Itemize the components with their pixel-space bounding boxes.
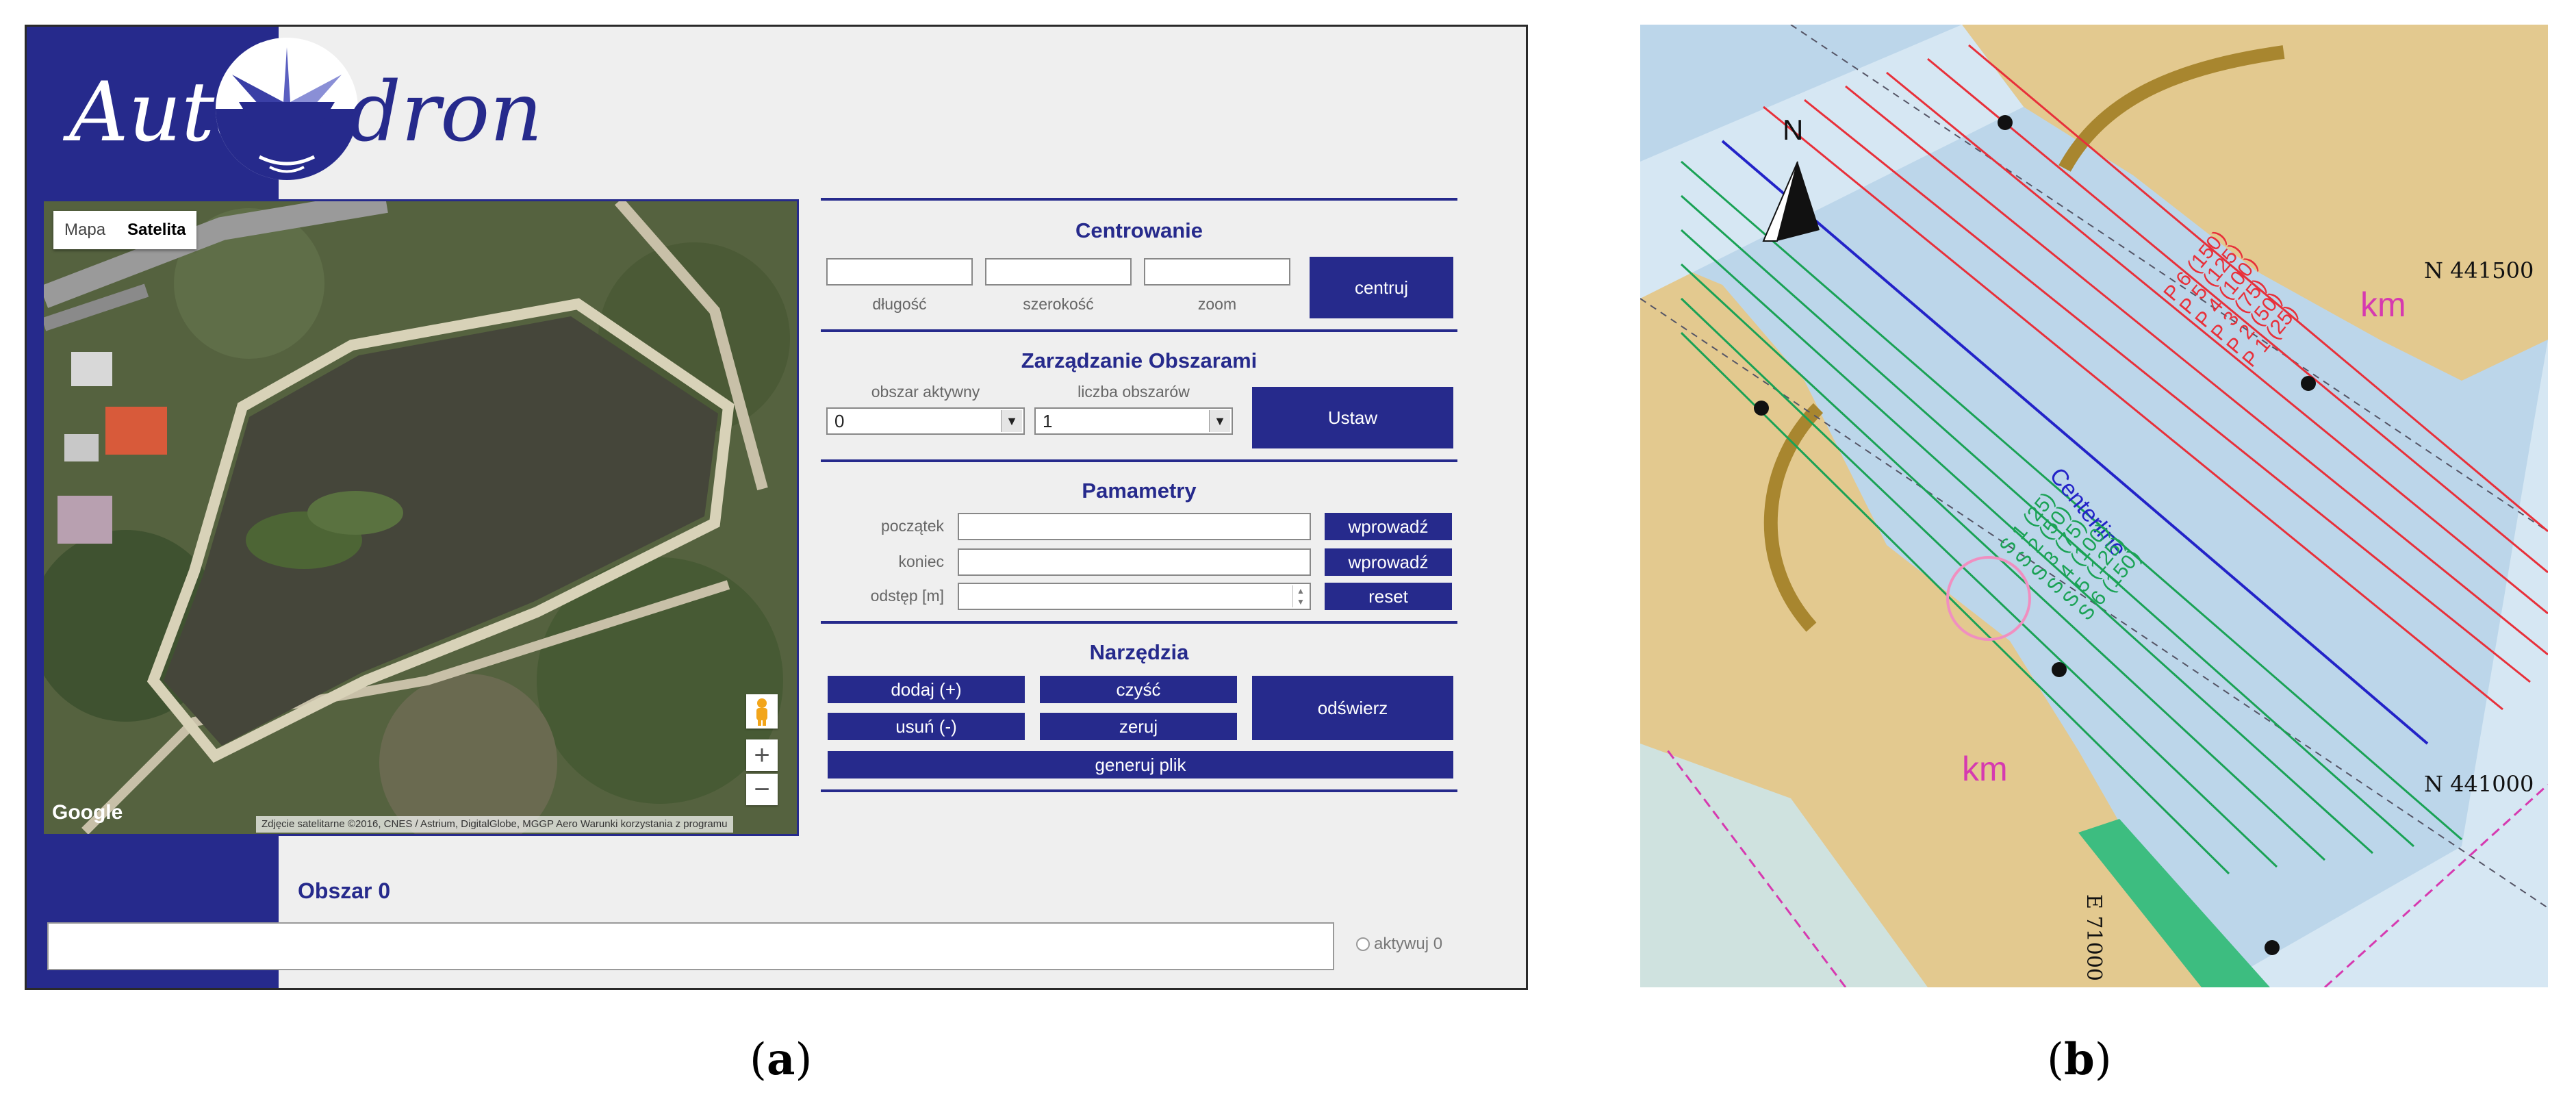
section-title-parametry: Pamametry: [1082, 479, 1197, 503]
clear-button[interactable]: czyść: [1040, 676, 1237, 703]
street-view-pegman-icon[interactable]: [746, 694, 778, 729]
port-survey-lines: [1763, 44, 2548, 711]
google-logo: Google: [52, 801, 123, 824]
area-count-label: liczba obszarów: [1077, 383, 1190, 401]
section-divider: [821, 329, 1457, 332]
remove-button[interactable]: usuń (-): [828, 713, 1025, 740]
start-point-label: początek: [880, 517, 944, 535]
map-attribution[interactable]: Zdjęcie satelitarne ©2016, CNES / Astriu…: [256, 816, 733, 833]
logo-text-dron: dron: [348, 65, 543, 160]
map-type-button-map[interactable]: Mapa: [64, 220, 106, 239]
active-area-value: 0: [834, 411, 845, 431]
zoom-in-button[interactable]: +: [746, 739, 778, 771]
end-point-input[interactable]: [958, 548, 1311, 576]
section-title-narzedzia: Narzędzia: [1089, 640, 1189, 664]
generate-file-button[interactable]: generuj plik: [828, 751, 1453, 778]
spacing-label: odstęp [m]: [870, 587, 944, 605]
km-marker-label: km: [2360, 286, 2406, 324]
map-type-toggle: Mapa Satelita: [53, 211, 197, 249]
activate-area-radio[interactable]: aktywuj 0: [1356, 935, 1442, 954]
area-count-value: 1: [1043, 411, 1053, 431]
add-button[interactable]: dodaj (+): [828, 676, 1025, 703]
km-marker-label: km: [1962, 750, 2008, 788]
section-divider: [821, 789, 1457, 792]
coordinate-label-top: N 441500: [2424, 257, 2534, 283]
coordinate-label-vertical: E 71000: [2082, 894, 2106, 981]
spacing-input[interactable]: ▲▼: [958, 583, 1311, 610]
dropdown-arrow-icon: ▼: [1209, 410, 1230, 432]
radio-icon[interactable]: [1356, 937, 1370, 951]
active-area-label: obszar aktywny: [871, 383, 980, 401]
satellite-imagery: [44, 201, 797, 834]
latitude-label: szerokość: [1023, 295, 1094, 313]
caption-b: (b): [2047, 1034, 2112, 1085]
spinner-arrows-icon[interactable]: ▲▼: [1292, 585, 1308, 607]
longitude-input[interactable]: [826, 258, 973, 286]
satellite-map[interactable]: Mapa Satelita + − Google Zdjęcie satelit…: [42, 199, 799, 836]
section-divider: [821, 198, 1457, 201]
autodron-logo: Auto dron: [27, 27, 543, 191]
center-button[interactable]: centruj: [1310, 257, 1453, 318]
active-area-select[interactable]: 0 ▼: [826, 407, 1025, 435]
reset-button[interactable]: reset: [1325, 583, 1452, 610]
zoom-label: zoom: [1197, 295, 1237, 313]
autodron-app-window: Auto dron: [25, 25, 1528, 990]
latitude-input[interactable]: [985, 258, 1132, 286]
section-title-centrowanie: Centrowanie: [1075, 218, 1203, 242]
activate-area-label: aktywuj 0: [1374, 935, 1443, 953]
end-point-label: koniec: [898, 553, 944, 570]
coordinate-label-bottom: N 441000: [2424, 771, 2534, 797]
zoom-out-button[interactable]: −: [746, 774, 778, 805]
navigation-chart-panel: N N 441500 N 441000 E 71000 km km Center…: [1640, 25, 2548, 987]
zoom-input[interactable]: [1144, 258, 1290, 286]
enter-end-button[interactable]: wprowadź: [1325, 548, 1452, 576]
caption-a: (a): [750, 1034, 813, 1085]
paper-boat-logo-icon: [216, 38, 358, 180]
enter-start-button[interactable]: wprowadź: [1325, 513, 1452, 540]
centerline-line: [1721, 140, 2429, 745]
section-title-zarzadzanie: Zarządzanie Obszarami: [1021, 349, 1258, 372]
area-count-select[interactable]: 1 ▼: [1034, 407, 1233, 435]
map-type-button-satellite[interactable]: Satelita: [127, 220, 186, 239]
area-title: Obszar 0: [298, 878, 391, 903]
section-divider: [821, 621, 1457, 624]
starboard-survey-lines: [1680, 160, 2462, 875]
longitude-label: długość: [872, 295, 927, 313]
section-divider: [821, 459, 1457, 462]
set-areas-button[interactable]: Ustaw: [1252, 387, 1453, 448]
area-coordinates-textarea[interactable]: [47, 922, 1334, 970]
dropdown-arrow-icon: ▼: [1001, 410, 1022, 432]
start-point-input[interactable]: [958, 513, 1311, 540]
zero-button[interactable]: zeruj: [1040, 713, 1237, 740]
north-indicator-label: N: [1783, 114, 1804, 146]
nautical-chart: [1640, 25, 2548, 987]
refresh-button[interactable]: odświerz: [1252, 676, 1453, 740]
